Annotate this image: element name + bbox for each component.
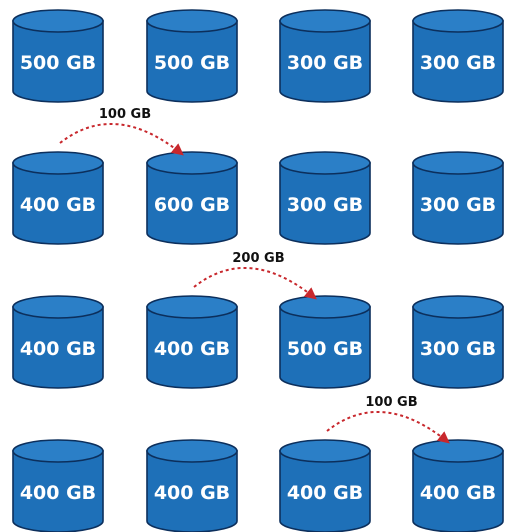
disk-capacity-label: 300 GB	[287, 52, 363, 74]
disk: 600 GB	[146, 151, 238, 245]
disk: 400 GB	[12, 439, 104, 532]
database-cylinder-icon	[146, 9, 238, 103]
database-cylinder-icon	[12, 295, 104, 389]
disk-capacity-label: 500 GB	[154, 52, 230, 74]
database-cylinder-icon	[12, 9, 104, 103]
disk-capacity-label: 500 GB	[287, 338, 363, 360]
database-cylinder-icon	[412, 151, 504, 245]
disk-capacity-label: 400 GB	[154, 338, 230, 360]
database-cylinder-icon	[412, 9, 504, 103]
disk: 400 GB	[12, 295, 104, 389]
database-cylinder-icon	[412, 439, 504, 532]
move-amount-label: 200 GB	[232, 251, 284, 266]
disk: 300 GB	[412, 151, 504, 245]
database-cylinder-icon	[279, 151, 371, 245]
database-cylinder-icon	[146, 295, 238, 389]
disk-capacity-label: 600 GB	[154, 194, 230, 216]
disk: 300 GB	[279, 9, 371, 103]
disk: 400 GB	[412, 439, 504, 532]
disk-capacity-label: 400 GB	[154, 482, 230, 504]
disk: 500 GB	[146, 9, 238, 103]
database-cylinder-icon	[12, 151, 104, 245]
move-amount-label: 100 GB	[365, 395, 417, 410]
disk: 400 GB	[146, 439, 238, 532]
disk-capacity-label: 400 GB	[20, 482, 96, 504]
disk-capacity-label: 400 GB	[20, 194, 96, 216]
database-cylinder-icon	[279, 295, 371, 389]
database-cylinder-icon	[279, 439, 371, 532]
database-cylinder-icon	[146, 439, 238, 532]
disk: 500 GB	[279, 295, 371, 389]
move-arrow: 200 GB	[193, 251, 317, 300]
move-arrow: 100 GB	[326, 395, 450, 444]
disk: 500 GB	[12, 9, 104, 103]
disk-capacity-label: 400 GB	[287, 482, 363, 504]
database-cylinder-icon	[146, 151, 238, 245]
disk: 400 GB	[146, 295, 238, 389]
disk: 400 GB	[12, 151, 104, 245]
disk-capacity-label: 300 GB	[420, 194, 496, 216]
disk-capacity-label: 300 GB	[420, 52, 496, 74]
move-arrow: 100 GB	[59, 107, 184, 156]
disk: 300 GB	[412, 295, 504, 389]
disk-capacity-label: 300 GB	[287, 194, 363, 216]
disk-capacity-label: 400 GB	[420, 482, 496, 504]
disk-capacity-label: 300 GB	[420, 338, 496, 360]
disk-capacity-label: 500 GB	[20, 52, 96, 74]
disk: 300 GB	[279, 151, 371, 245]
disk-capacity-label: 400 GB	[20, 338, 96, 360]
database-cylinder-icon	[279, 9, 371, 103]
database-cylinder-icon	[412, 295, 504, 389]
move-amount-label: 100 GB	[99, 107, 151, 122]
disk: 300 GB	[412, 9, 504, 103]
disk: 400 GB	[279, 439, 371, 532]
